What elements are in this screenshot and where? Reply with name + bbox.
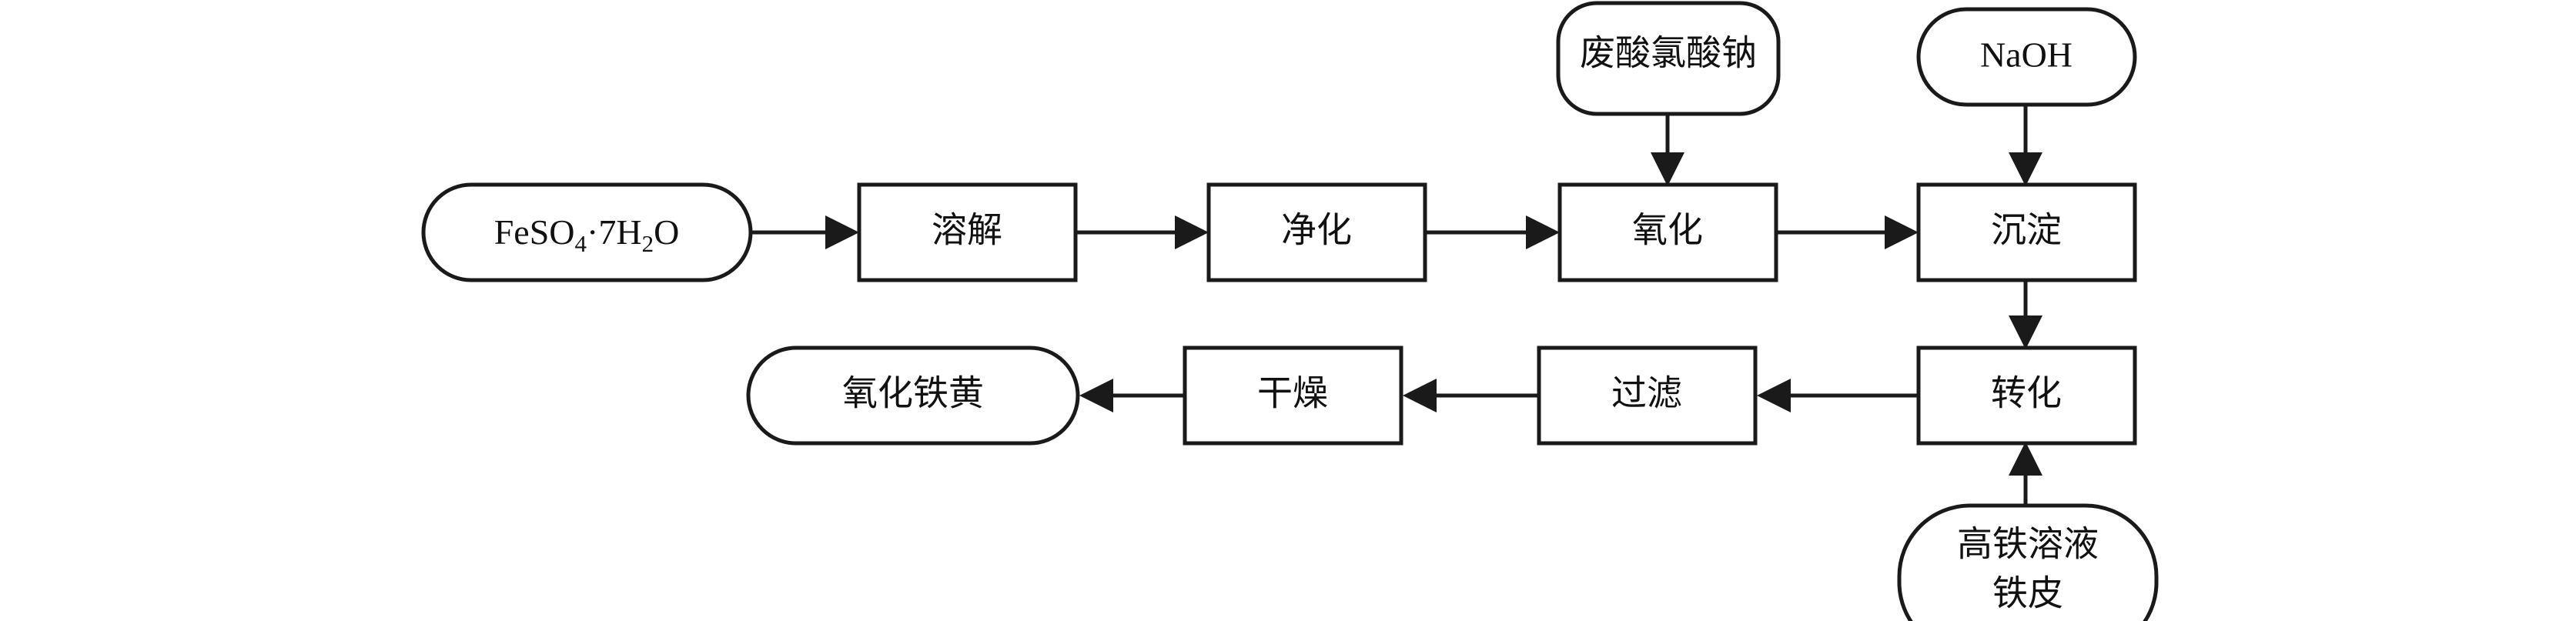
oxidize-label: 氧化 [1632, 211, 1703, 250]
node-purify[interactable]: 净化 [1206, 182, 1427, 282]
filter-label: 过滤 [1611, 374, 1682, 413]
node-naoh[interactable]: NaOH [1916, 7, 2137, 107]
precipitate-label: 沉淀 [1991, 211, 2062, 250]
edge-oxidize-to-precipitate [1776, 215, 1919, 249]
node-dissolve[interactable]: 溶解 [857, 182, 1078, 282]
node-iron-oxide-yellow-product[interactable]: 氧化铁黄 [746, 346, 1080, 446]
node-filter[interactable]: 过滤 [1537, 346, 1758, 446]
product-label: 氧化铁黄 [842, 374, 984, 413]
naoh-label: NaOH [1980, 35, 2073, 75]
edge-naoh-to-precipitate [2009, 105, 2042, 186]
node-convert[interactable]: 转化 [1916, 346, 2137, 446]
node-feso4-7h2o[interactable]: FeSO4·7H2O [421, 182, 753, 282]
waste-acid-label: 废酸氯酸钠 [1580, 34, 1757, 73]
dry-label: 干燥 [1257, 374, 1328, 413]
edge-dry-to-product [1079, 379, 1184, 412]
node-precipitate[interactable]: 沉淀 [1916, 182, 2137, 282]
feso4-label-mid: ·7H [587, 212, 642, 252]
node-iron-feed[interactable]: 高铁溶液 铁皮 [1897, 503, 2159, 621]
purify-label: 净化 [1281, 211, 1352, 250]
edge-purify-to-oxidize [1424, 215, 1560, 249]
dissolve-label: 溶解 [932, 211, 1002, 250]
node-oxidize[interactable]: 氧化 [1557, 182, 1778, 282]
edge-iron-feed-to-convert [2009, 442, 2042, 508]
convert-label: 转化 [1991, 374, 2062, 413]
node-waste-acid-sodium-chlorate[interactable]: 废酸氯酸钠 [1556, 1, 1781, 116]
feso4-label-sub1: 4 [575, 230, 587, 257]
edge-precipitate-to-convert [2009, 280, 2042, 349]
node-dry[interactable]: 干燥 [1183, 346, 1403, 446]
feso4-label-sub2: 2 [642, 230, 654, 257]
edge-feso4-to-dissolve [751, 215, 859, 249]
edge-waste-acid-to-oxidize [1651, 114, 1684, 186]
feso4-label-main: FeSO [494, 212, 575, 252]
svg-text:FeSO4·7H2O: FeSO4·7H2O [494, 212, 680, 258]
feso4-label-tail: O [654, 212, 679, 252]
edge-filter-to-dry [1403, 379, 1538, 412]
edge-dissolve-to-purify [1075, 215, 1209, 249]
edge-convert-to-filter [1757, 379, 1917, 412]
iron-feed-label-line2: 铁皮 [1992, 574, 2063, 613]
iron-feed-label-line1: 高铁溶液 [1957, 525, 2099, 564]
